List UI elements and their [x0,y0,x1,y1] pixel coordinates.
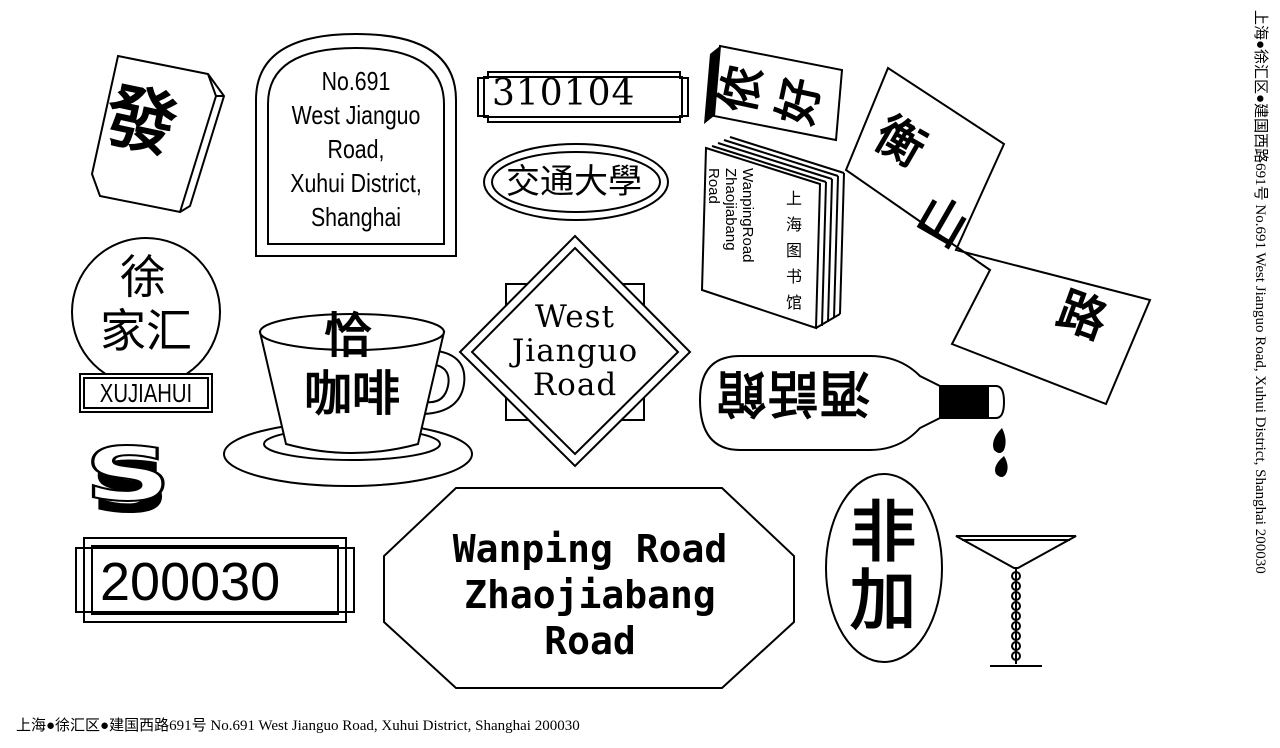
coffee-line2: 咖啡 [304,366,401,422]
library-book-shape [700,136,845,330]
arch-line: No.691 [321,66,391,96]
library-en-line: Road [705,168,722,204]
feijia-oval-shape [825,473,943,663]
side-address: 上海●徐汇区●建国西路691号 No.691 West Jianguo Road… [1252,10,1268,574]
octagon-line: Wanping Road [452,527,728,571]
feijia-line2: 加 [850,562,916,639]
diamond-line: West [534,299,616,335]
wine-bottle-text: 酒話館 [714,364,870,422]
diamond-line: Jianguo [511,333,639,369]
wine-bottle-shape [698,355,1008,477]
octagon-line: Road [544,619,636,663]
postcode-top-text: 310104 [492,73,636,114]
postcode-top-plate [477,71,689,123]
footer-address: 上海●徐汇区●建国西路691号 No.691 West Jianguo Road… [16,718,580,734]
nihao-glyph-1: 侬 [709,60,773,118]
octagon-sign-shape [383,487,795,689]
arch-line: Road, [327,134,385,164]
octagon-text: Wanping Road Zhaojiabang Road [400,526,780,664]
arch-sign-shape [255,32,457,257]
library-cn-char: 海 [785,215,802,234]
library-en-line: Zhaojiabang [722,168,739,251]
postcode-bottom-plate [75,537,355,623]
octagon-line: Zhaojiabang [464,573,716,617]
cocktail-glass-shape [955,535,1077,667]
xujiahui-latin: XUJIAHUI [99,378,193,408]
s-logo-shadow: S [90,448,171,530]
s-logo-text: S [82,432,173,518]
arch-line: Xuhui District, [290,168,422,198]
coffee-line1: 恰 [324,308,373,364]
nihao-glyph-2: 好 [767,72,831,130]
feijia-line1: 非 [850,494,916,571]
fa-tile-shape [90,54,226,214]
library-cn-char: 上 [785,189,802,208]
library-en-line: WanpingRoad [739,168,756,263]
library-cn-char: 图 [785,241,802,260]
coffee-cup-shape [223,313,473,487]
fa-tile-glyph: 發 [98,73,184,169]
nihao-sign-shape [704,44,844,142]
library-cn-char: 书 [785,267,802,286]
diamond-text: West Jianguo Road [472,300,678,402]
postcode-bottom-text: 200030 [100,552,281,612]
xujiahui-line2: 家汇 [100,304,192,358]
hengshan-sign-shape [844,66,1152,406]
xujiahui-circle-shape [71,237,221,413]
library-book-cn: 上 海 图 书 馆 [782,186,806,316]
diamond-line: Road [532,367,618,403]
diamond-sign-shape [458,234,692,468]
arch-line: Shanghai [310,202,402,232]
library-cn-char: 馆 [785,293,802,312]
arch-line: West Jianguo [291,100,421,130]
university-oval-shape [483,143,669,221]
arch-sign-text: No.691 West Jianguo Road, Xuhui District… [284,64,428,234]
xujiahui-line1: 徐 [120,250,166,304]
university-text: 交通大學 [506,162,642,202]
